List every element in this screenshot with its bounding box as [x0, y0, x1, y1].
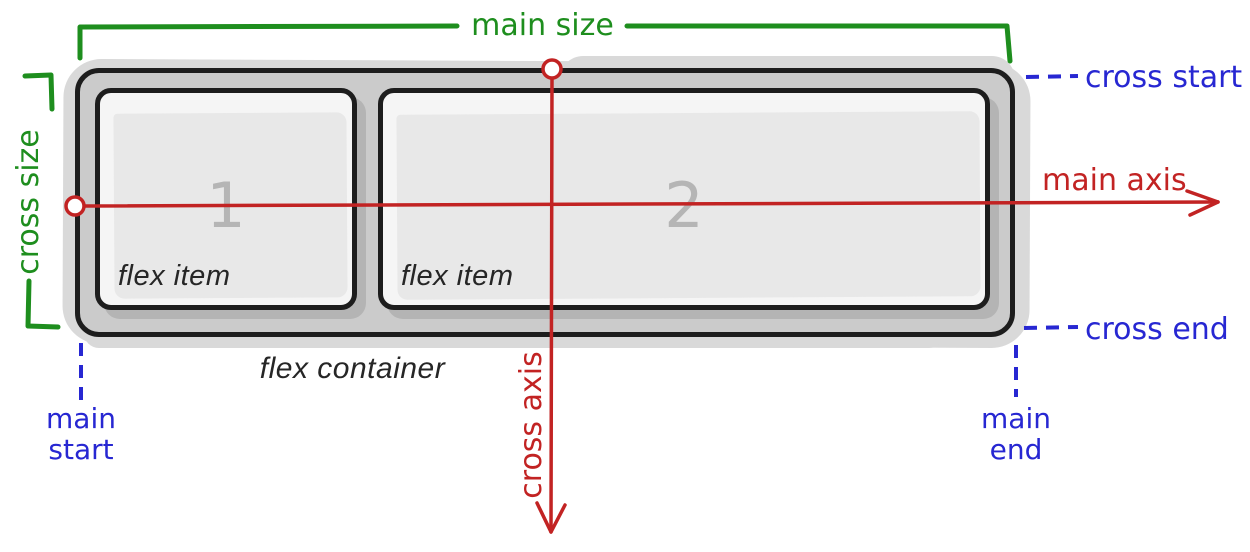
cross-start-dash-line [1025, 74, 1079, 79]
main-axis-label: main axis [1042, 163, 1187, 198]
cross-size-label: cross size [11, 129, 46, 275]
flex-item-1-number: 1 [206, 169, 246, 242]
flex-item-2-label: flex item [401, 260, 514, 292]
flex-item-1: 1 flex item [95, 88, 357, 310]
cross-end-label: cross end [1085, 312, 1229, 347]
main-end-label-line1: main [981, 402, 1051, 435]
cross-start-label: cross start [1085, 60, 1243, 95]
flex-item-1-label: flex item [118, 260, 231, 292]
main-end-label: main end [956, 403, 1076, 466]
cross-end-dash-line [1023, 325, 1079, 330]
main-start-label-line1: main [46, 402, 116, 435]
main-start-label: main start [21, 403, 141, 466]
flex-item-2-number: 2 [664, 169, 704, 242]
flex-item-2: 2 flex item [378, 88, 990, 310]
flex-container-label: flex container [259, 352, 446, 385]
main-size-label: main size [471, 8, 614, 43]
main-start-label-line2: start [48, 433, 114, 467]
cross-axis-label: cross axis [514, 351, 549, 499]
main-end-label-line2: end [989, 433, 1043, 467]
